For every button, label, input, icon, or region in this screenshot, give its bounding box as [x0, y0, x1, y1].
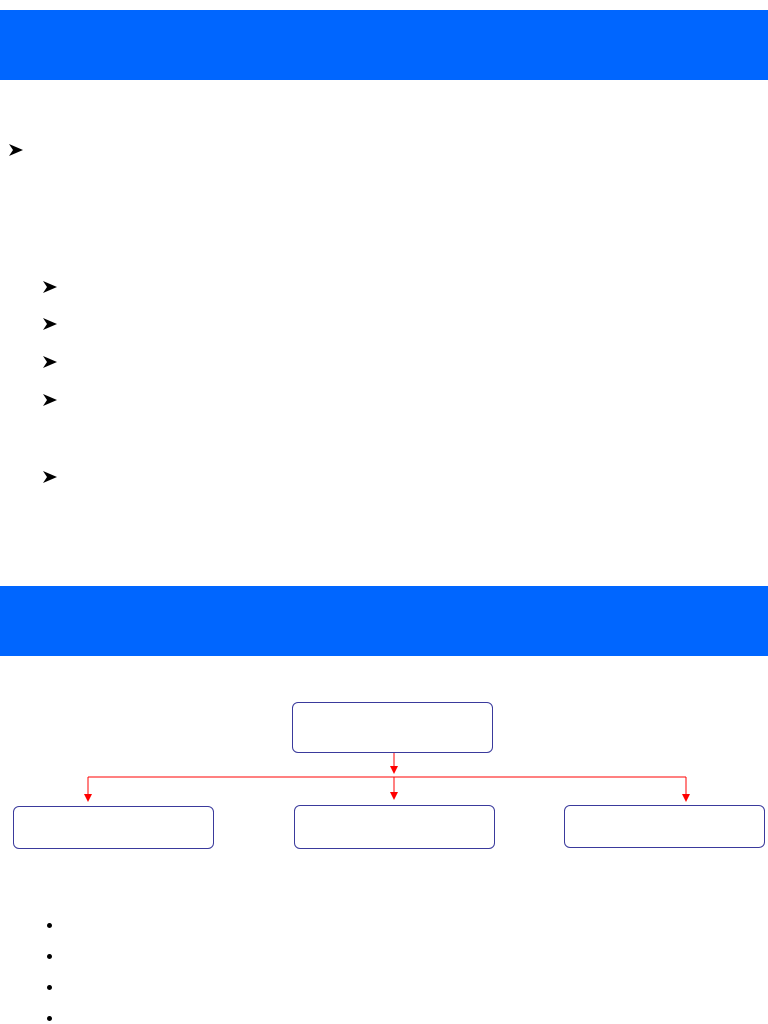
arrow-bullet-icon: [42, 279, 58, 295]
arrowhead-root: [390, 766, 398, 774]
bullet-dot-icon: [47, 923, 52, 928]
arrowhead-center: [390, 792, 398, 800]
arrowhead-right: [682, 794, 690, 802]
arrow-bullet-icon: [8, 142, 24, 158]
bullet-dot-icon: [47, 985, 52, 990]
bullet-dot-icon: [47, 1016, 52, 1021]
bullet-dot-icon: [47, 954, 52, 959]
top-header-banner: [0, 10, 768, 80]
arrow-bullet-icon: [42, 354, 58, 370]
diagram-child-box: [294, 805, 495, 849]
diagram-root-box: [292, 702, 493, 753]
arrowhead-left: [84, 794, 92, 802]
arrow-bullet-icon: [42, 316, 58, 332]
mid-header-banner: [0, 586, 768, 656]
arrow-bullet-icon: [42, 469, 58, 485]
arrow-bullet-icon: [42, 392, 58, 408]
diagram-child-box: [564, 805, 765, 848]
diagram-child-box: [13, 806, 214, 849]
